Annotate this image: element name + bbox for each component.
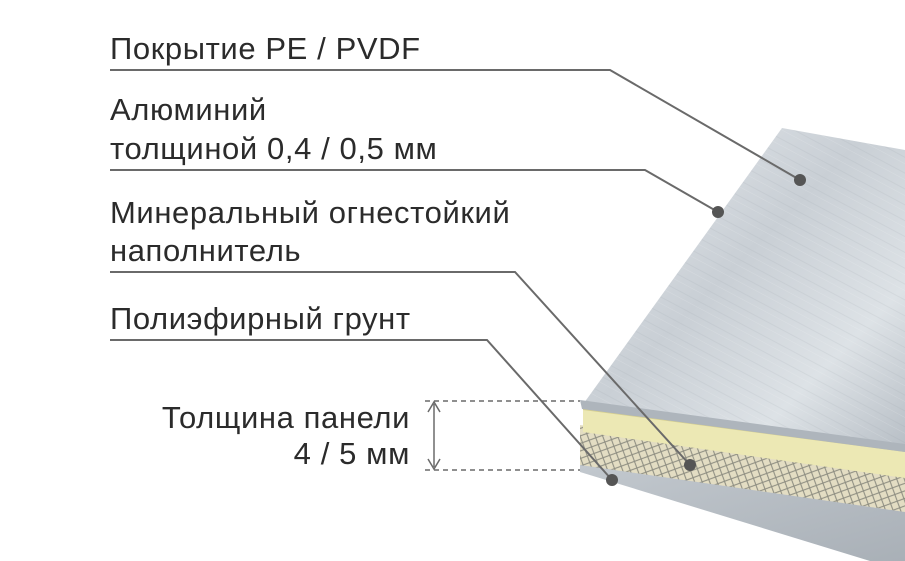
top-aluminium-edge bbox=[580, 400, 905, 452]
dot-primer bbox=[606, 474, 618, 486]
label-aluminium-line1: Алюминий bbox=[110, 92, 267, 127]
leader-coating bbox=[110, 69, 801, 181]
dot-coating bbox=[794, 174, 806, 186]
leader-aluminium bbox=[110, 169, 719, 213]
primer-mesh-layer bbox=[580, 425, 905, 512]
label-thickness-line1: Толщина панели bbox=[161, 400, 410, 435]
label-primer: Полиэфирный грунт bbox=[110, 301, 411, 336]
bottom-aluminium-sheet bbox=[580, 465, 905, 561]
top-aluminium-brush-texture bbox=[584, 128, 905, 448]
label-filler-line2: наполнитель bbox=[110, 233, 302, 268]
leader-lines bbox=[110, 69, 801, 481]
leader-dots bbox=[606, 174, 806, 486]
leader-primer bbox=[110, 339, 613, 481]
arrow-head-down bbox=[427, 458, 441, 471]
leader-filler bbox=[110, 271, 691, 466]
dot-filler bbox=[684, 459, 696, 471]
dot-aluminium bbox=[712, 206, 724, 218]
label-aluminium-line2: толщиной 0,4 / 0,5 мм bbox=[110, 131, 438, 166]
thickness-dimension bbox=[425, 400, 580, 471]
label-thickness-line2: 4 / 5 мм bbox=[293, 436, 410, 471]
label-filler-line1: Минеральный огнестойкий bbox=[110, 195, 511, 230]
mineral-filler-layer bbox=[583, 406, 905, 478]
arrow-head-up bbox=[427, 400, 441, 413]
label-coating: Покрытие PE / PVDF bbox=[110, 31, 421, 66]
